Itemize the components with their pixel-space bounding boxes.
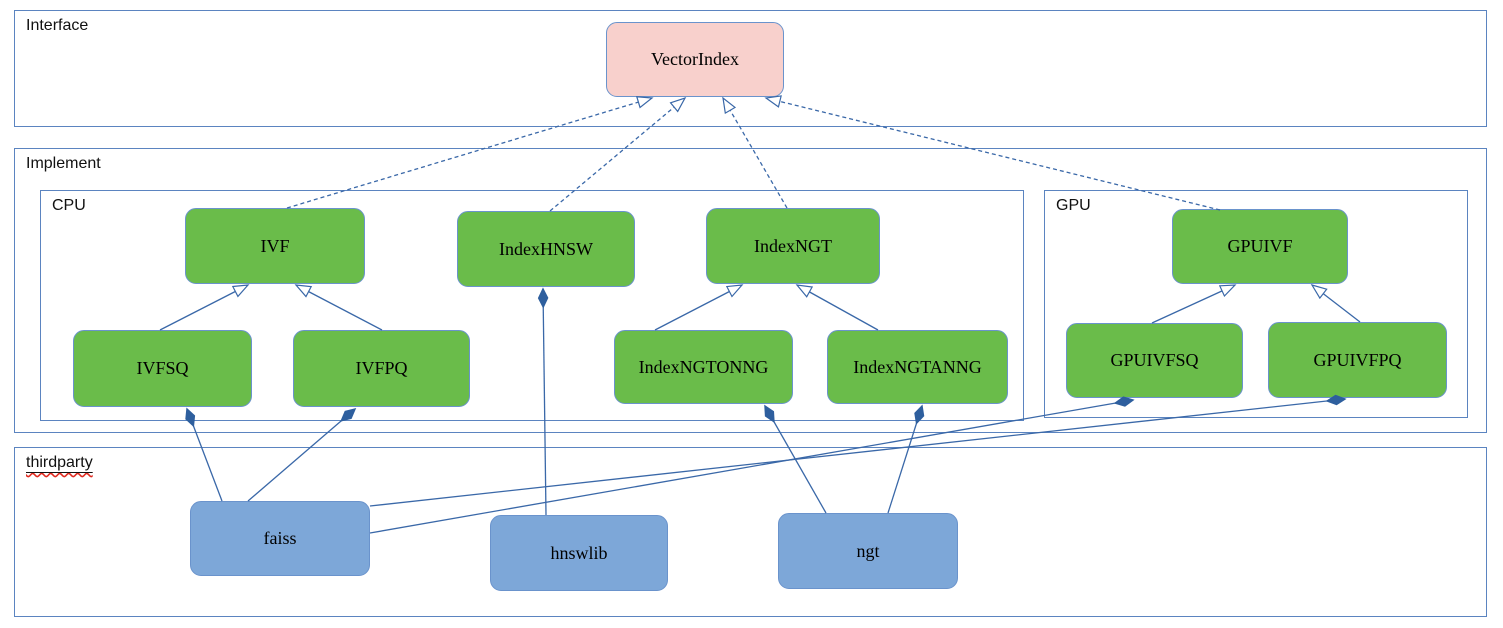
node-indexhnsw: IndexHNSW (457, 211, 635, 287)
node-ivfsq: IVFSQ (73, 330, 252, 407)
node-indexngtonng: IndexNGTONNG (614, 330, 793, 404)
node-ngt: ngt (778, 513, 958, 589)
node-hnswlib: hnswlib (490, 515, 668, 591)
node-gpuivfsq: GPUIVFSQ (1066, 323, 1243, 398)
node-gpuivfpq: GPUIVFPQ (1268, 322, 1447, 398)
group-interface-label: Interface (26, 17, 89, 34)
node-ivfpq: IVFPQ (293, 330, 470, 407)
node-ivf: IVF (185, 208, 365, 284)
node-indexngt: IndexNGT (706, 208, 880, 284)
node-faiss: faiss (190, 501, 370, 576)
group-gpu-label: GPU (1056, 197, 1091, 214)
node-indexngtanng: IndexNGTANNG (827, 330, 1008, 404)
group-thirdparty-label-text: thirdparty (26, 454, 93, 471)
group-thirdparty-label: thirdparty (26, 454, 93, 472)
node-gpuivf: GPUIVF (1172, 209, 1348, 284)
group-implement-label: Implement (26, 155, 101, 172)
node-vectorindex: VectorIndex (606, 22, 784, 97)
group-cpu-label: CPU (52, 197, 86, 214)
